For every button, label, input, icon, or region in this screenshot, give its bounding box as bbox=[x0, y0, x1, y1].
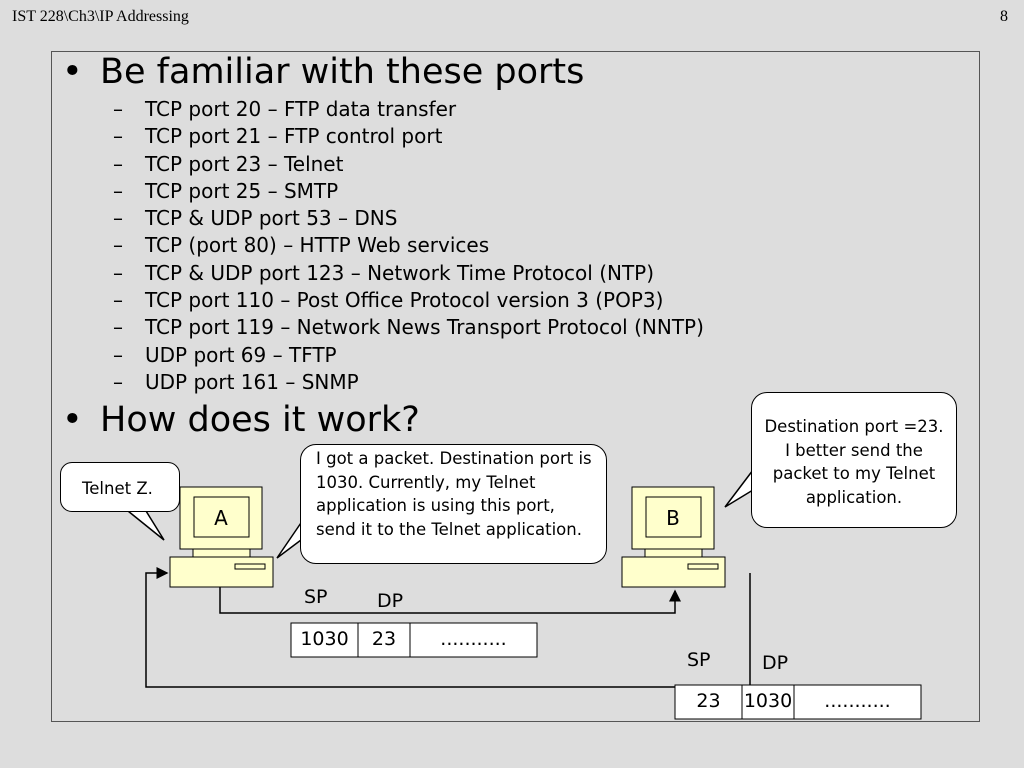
packet-1-payload: ........... bbox=[440, 628, 507, 650]
packet-2 bbox=[674, 684, 922, 720]
connection-a-to-b bbox=[219, 587, 681, 614]
port-item: –UDP port 69 – TFTP bbox=[113, 342, 337, 367]
port-item: –TCP port 110 – Post Office Protocol ver… bbox=[113, 288, 664, 313]
telnet-bubble-text: Telnet Z. bbox=[82, 479, 153, 498]
bullet-dot: • bbox=[62, 400, 83, 440]
how-bullet: • How does it work? bbox=[62, 398, 420, 442]
packet-1-sp-value: 1030 bbox=[300, 628, 349, 650]
packet-2-dp-label: DP bbox=[762, 652, 789, 674]
ports-heading: Be familiar with these ports bbox=[100, 52, 585, 92]
telnet-bubble-tail bbox=[125, 510, 165, 541]
content-frame bbox=[51, 51, 980, 722]
packet-1-dp-value: 23 bbox=[371, 628, 397, 650]
packet-2-payload: ........... bbox=[824, 690, 891, 712]
ports-list: –TCP port 20 – FTP data transfer –TCP po… bbox=[113, 96, 704, 396]
page-number: 8 bbox=[1000, 8, 1008, 25]
packet-1-dp-label: DP bbox=[377, 590, 404, 612]
computer-a-bubble: I got a packet. Destination port is 1030… bbox=[300, 444, 607, 564]
computer-b-bubble-text: Destination port =23. I better send the … bbox=[764, 417, 944, 507]
bullet-dot: • bbox=[62, 52, 83, 92]
port-item: –TCP port 20 – FTP data transfer bbox=[113, 97, 457, 121]
port-item: –TCP port 23 – Telnet bbox=[113, 151, 344, 176]
port-item: –TCP port 119 – Network News Transport P… bbox=[113, 315, 704, 340]
telnet-bubble: Telnet Z. bbox=[60, 462, 180, 512]
port-item: –TCP & UDP port 53 – DNS bbox=[113, 206, 398, 231]
port-item: –TCP port 25 – SMTP bbox=[113, 178, 339, 203]
packet-2-sp-value: 23 bbox=[696, 690, 721, 712]
computer-b-label: B bbox=[666, 506, 680, 530]
packet-2-sp-label: SP bbox=[687, 649, 711, 671]
ports-bullet: • Be familiar with these ports bbox=[62, 50, 584, 94]
packet-2-dp-value: 1030 bbox=[743, 690, 793, 712]
computer-a-label: A bbox=[214, 506, 228, 530]
packet-1-sp-label: SP bbox=[304, 586, 328, 608]
port-item: –TCP & UDP port 123 – Network Time Proto… bbox=[113, 260, 655, 285]
computer-b-icon bbox=[621, 486, 726, 588]
computer-b-bubble: Destination port =23. I better send the … bbox=[751, 392, 957, 528]
how-heading: How does it work? bbox=[100, 400, 420, 440]
connection-b-to-a bbox=[145, 567, 751, 688]
computer-a-icon bbox=[169, 486, 274, 588]
port-item: –UDP port 161 – SNMP bbox=[113, 369, 359, 394]
b-bubble-tail bbox=[724, 467, 754, 508]
packet-1 bbox=[290, 622, 538, 658]
slide-header-title: IST 228\Ch3\IP Addressing bbox=[12, 8, 189, 25]
computer-a-bubble-text: I got a packet. Destination port is 1030… bbox=[316, 449, 592, 539]
port-item: –TCP (port 80) – HTTP Web services bbox=[113, 233, 490, 258]
port-item: –TCP port 21 – FTP control port bbox=[113, 124, 443, 149]
